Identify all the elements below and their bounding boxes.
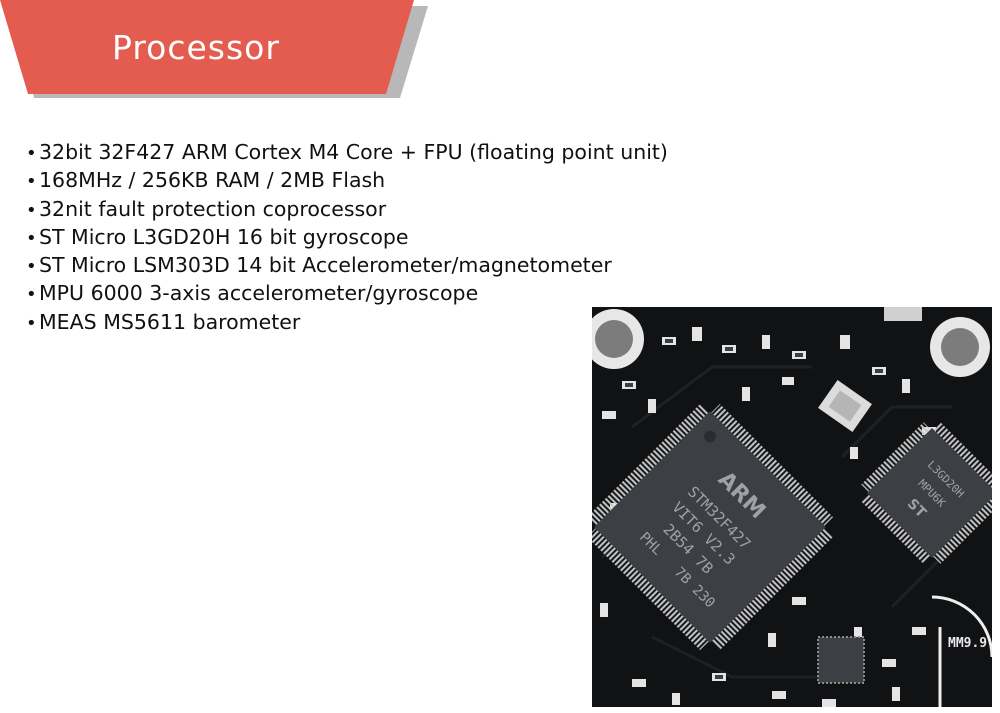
small-chip [817,636,865,684]
board-marking: MM9.9 [948,636,987,651]
spec-list: •32bit 32F427 ARM Cortex M4 Core + FPU (… [26,138,668,336]
mounting-hole [930,317,990,377]
main-chip: ARM STM32F427 VIT6 V2.3 2B54 7B PHL 7B 2… [586,403,834,651]
list-item: •168MHz / 256KB RAM / 2MB Flash [26,166,668,194]
list-item: •ST Micro LSM303D 14 bit Accelerometer/m… [26,251,668,279]
bullet: • [26,227,37,249]
list-item: •MPU 6000 3-axis accelerometer/gyroscope [26,279,668,307]
bullet: • [26,256,37,278]
circuit-board-photo: ARM STM32F427 VIT6 V2.3 2B54 7B PHL 7B 2… [584,307,1000,707]
page-title: Processor [112,28,280,67]
list-item: •32bit 32F427 ARM Cortex M4 Core + FPU (… [26,138,668,166]
spec-text: ST Micro LSM303D 14 bit Accelerometer/ma… [39,253,612,278]
bullet: • [26,171,37,193]
spec-text: 32bit 32F427 ARM Cortex M4 Core + FPU (f… [39,140,668,164]
bullet: • [26,312,37,334]
banner-shape [0,0,428,98]
spec-text: 32nit fault protection coprocessor [39,196,387,221]
side-chip: L3GD20H MPU6K ST [861,422,1000,564]
bullet: • [26,199,37,221]
spec-text: ST Micro L3GD20H 16 bit gyroscope [39,224,409,249]
bullet: • [26,284,37,306]
spec-text: 168MHz / 256KB RAM / 2MB Flash [39,168,386,193]
list-item: •ST Micro L3GD20H 16 bit gyroscope [26,223,668,251]
bullet: • [26,143,37,164]
mounting-hole [584,309,644,369]
list-item: •MEAS MS5611 barometer [26,308,668,336]
list-item: •32nit fault protection coprocessor [26,195,668,223]
spec-text: MPU 6000 3-axis accelerometer/gyroscope [39,281,479,306]
spec-text: MEAS MS5611 barometer [39,309,301,334]
section-banner: Processor [0,0,430,100]
